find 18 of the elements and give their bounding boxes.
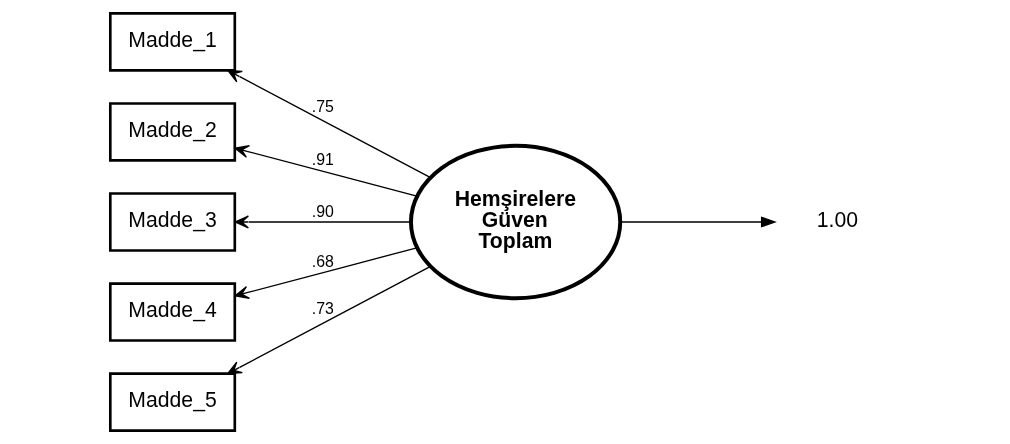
node-box: Madde_3 xyxy=(108,192,237,252)
edge-label: .73 xyxy=(311,300,334,318)
arrow xyxy=(227,69,431,179)
arrow xyxy=(619,216,777,228)
node-box: Madde_2 xyxy=(108,102,237,162)
edge-label: .91 xyxy=(311,150,334,168)
arrow xyxy=(227,265,431,375)
edge-label: .68 xyxy=(311,252,334,270)
node-ellipse: Hemşirelere Güven Toplam xyxy=(408,143,623,301)
node-box: Madde_4 xyxy=(108,282,237,342)
node-text: 1.00 xyxy=(816,208,859,232)
arrow xyxy=(234,145,418,197)
edge-label: .75 xyxy=(311,97,334,115)
node-box: Madde_1 xyxy=(108,12,237,72)
arrow xyxy=(234,215,412,229)
arrow xyxy=(234,247,418,299)
edge-label: .90 xyxy=(311,203,334,221)
node-box: Madde_5 xyxy=(108,372,237,432)
